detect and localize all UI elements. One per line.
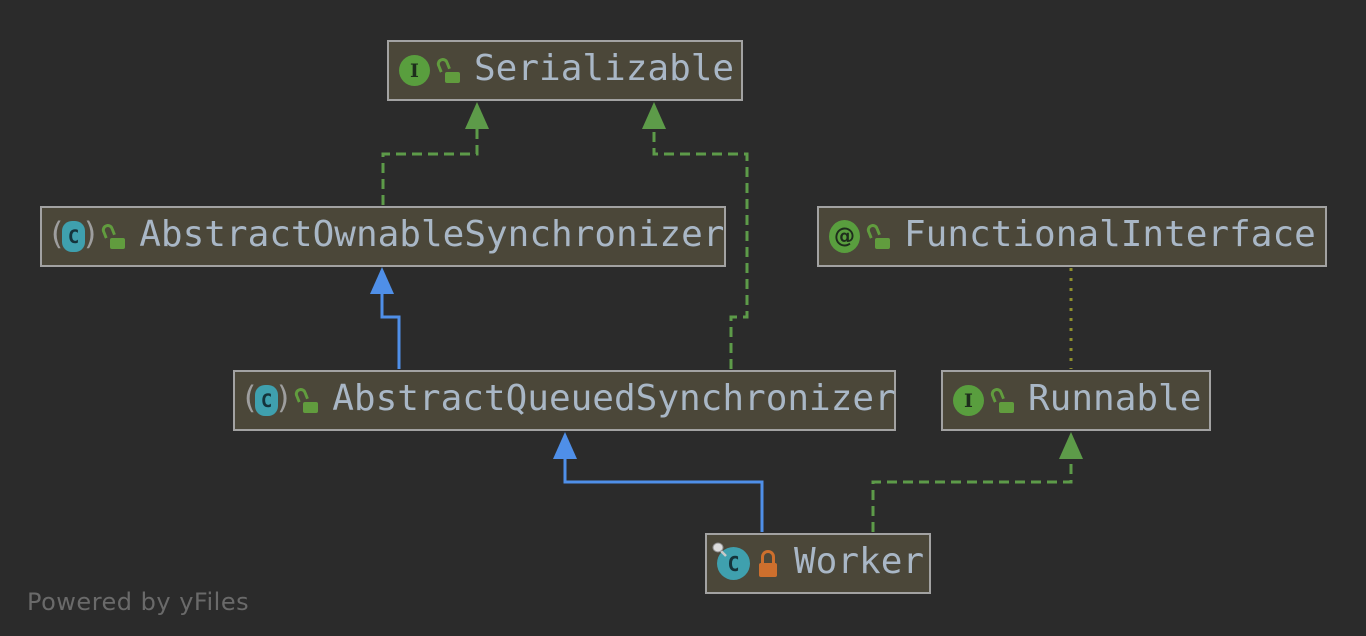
inner-class-icon: C xyxy=(712,542,750,580)
node-runnable[interactable]: I Runnable xyxy=(941,370,1211,431)
node-abstract-ownable-synchronizer[interactable]: (C) AbstractOwnableSynchronizer xyxy=(40,206,726,267)
node-functional-interface[interactable]: @ FunctionalInterface xyxy=(817,206,1327,267)
public-lock-icon xyxy=(989,386,1014,414)
lock-body xyxy=(303,402,319,413)
node-abstract-queued-synchronizer[interactable]: (C) AbstractQueuedSynchronizer xyxy=(233,370,896,431)
lock-shackle xyxy=(293,386,310,403)
interface-icon: I xyxy=(399,55,430,86)
edge-abstract-queued-synchronizer-extends-abstract-ownable-synchronizer-arrowhead xyxy=(370,267,394,294)
lock-shackle xyxy=(761,550,775,563)
edge-abstract-queued-synchronizer-implements-serializable xyxy=(652,129,749,369)
interface-icon: I xyxy=(953,385,984,416)
node-label: Serializable xyxy=(474,47,735,89)
edge-abstract-queued-synchronizer-extends-abstract-ownable-synchronizer xyxy=(380,294,401,369)
node-label: AbstractQueuedSynchronizer xyxy=(332,377,896,419)
lock-shackle xyxy=(865,222,881,239)
class-glyph: C xyxy=(255,385,279,416)
public-lock-icon xyxy=(865,222,890,250)
lock-body xyxy=(875,238,890,249)
node-label: AbstractOwnableSynchronizer xyxy=(139,213,725,255)
pin-icon xyxy=(712,542,727,557)
yfiles-watermark: Powered by yFiles xyxy=(27,588,250,616)
abstract-paren-right: ) xyxy=(277,380,290,416)
lock-shackle xyxy=(100,222,117,239)
lock-shackle xyxy=(989,386,1005,403)
node-label: Worker xyxy=(794,540,925,582)
edge-abstract-ownable-synchronizer-implements-serializable-arrowhead xyxy=(465,102,489,129)
abstract-paren-left: ( xyxy=(51,216,64,252)
edge-worker-extends-abstract-queued-synchronizer xyxy=(563,459,764,532)
lock-body xyxy=(110,238,126,249)
abstract-class-icon: (C) xyxy=(244,380,290,418)
edge-abstract-queued-synchronizer-implements-serializable-arrowhead xyxy=(642,102,666,129)
lock-body xyxy=(999,402,1014,413)
edge-worker-implements-runnable xyxy=(871,459,1073,532)
public-lock-icon xyxy=(435,56,460,84)
node-serializable[interactable]: I Serializable xyxy=(387,40,743,101)
abstract-paren-right: ) xyxy=(84,216,97,252)
annotation-icon: @ xyxy=(829,220,860,253)
public-lock-icon xyxy=(293,386,319,414)
private-lock-icon xyxy=(757,550,780,577)
abstract-paren-left: ( xyxy=(244,380,257,416)
abstract-class-icon: (C) xyxy=(51,216,97,254)
edge-worker-implements-runnable-arrowhead xyxy=(1059,432,1083,459)
edge-abstract-ownable-synchronizer-implements-serializable xyxy=(381,129,479,205)
class-glyph: C xyxy=(62,221,86,252)
edge-worker-extends-abstract-queued-synchronizer-arrowhead xyxy=(553,432,577,459)
lock-body xyxy=(445,72,460,83)
lock-shackle xyxy=(435,56,451,73)
node-label: Runnable xyxy=(1028,377,1202,419)
node-label: FunctionalInterface xyxy=(904,213,1316,255)
lock-body xyxy=(759,563,777,577)
public-lock-icon xyxy=(100,222,126,250)
node-worker[interactable]: C Worker xyxy=(705,533,931,594)
